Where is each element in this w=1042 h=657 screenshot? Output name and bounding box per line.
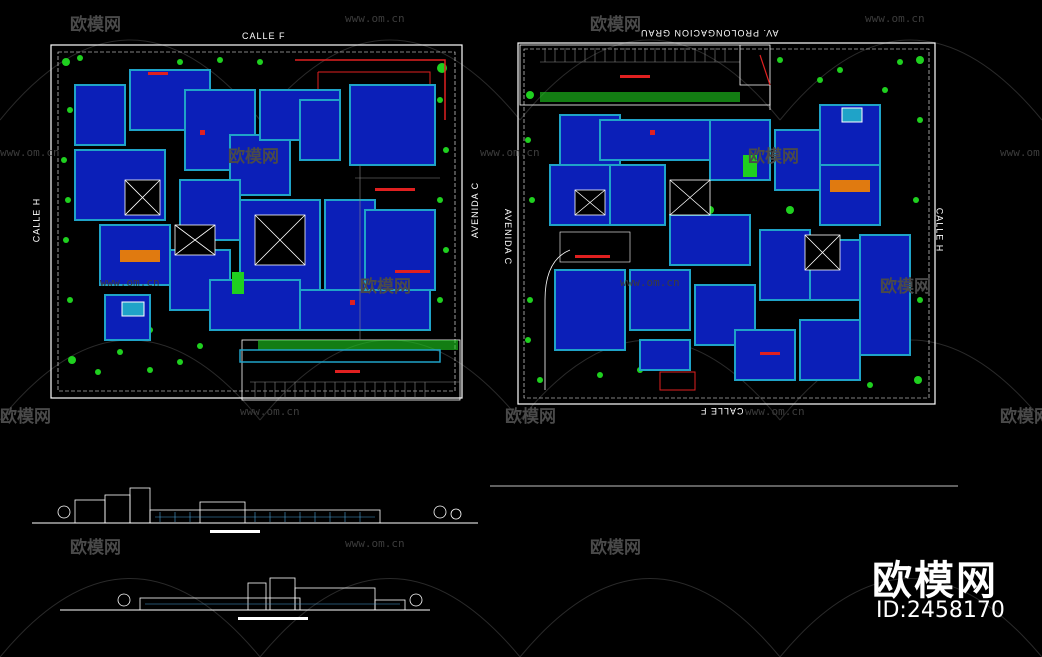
watermark-brand: 欧模网 — [590, 15, 641, 35]
trees-right — [525, 56, 924, 388]
accents-left — [120, 72, 441, 373]
watermark-brand: 欧模网 — [505, 407, 556, 427]
street-label-right-left: AVENIDA C — [470, 181, 481, 239]
building-right — [549, 104, 911, 381]
elevation-1 — [32, 487, 478, 533]
brand-logo-text: 欧模网 — [872, 558, 998, 604]
watermark-url: www.om.cn — [865, 12, 925, 25]
street-label-top-left: CALLE F — [242, 31, 286, 41]
watermark-url: www.om.cn — [745, 405, 805, 418]
parking-stalls-right — [540, 48, 740, 63]
street-label-top-right: AV. PROLONGACION GRAU — [640, 28, 779, 38]
watermark-brand: 欧模网 — [70, 15, 121, 35]
watermark-url: www.om.cn — [620, 276, 680, 289]
street-label-left-left: CALLE H — [31, 197, 42, 243]
watermark-brand: 欧模网 — [0, 407, 51, 427]
elevation-2 — [60, 577, 430, 620]
street-label-left-right: AVENIDA C — [503, 208, 514, 266]
watermark-url: www.om.cn — [345, 12, 405, 25]
watermark-brand: 欧模网 — [228, 147, 279, 167]
watermark-url: www.om.cn — [0, 146, 60, 159]
watermark-url: www.om.cn — [1000, 146, 1042, 159]
watermark-brand: 欧模网 — [590, 538, 641, 558]
site-plan-left — [50, 44, 463, 401]
watermark-brand: 欧模网 — [360, 277, 411, 297]
watermark-url: www.om.cn — [100, 276, 160, 289]
courtyards-right — [574, 179, 841, 271]
watermark-url: www.om.cn — [480, 146, 540, 159]
street-label-bottom-right: CALLE F — [700, 406, 744, 416]
watermark-url: www.om.cn — [240, 405, 300, 418]
watermark-brand: 欧模网 — [70, 538, 121, 558]
watermark-brand: 欧模网 — [1000, 407, 1042, 427]
street-label-right-right: CALLE H — [934, 207, 945, 253]
accents-right — [575, 130, 870, 391]
site-plan-right — [517, 42, 936, 405]
watermark-url: www.om.cn — [345, 537, 405, 550]
watermark-brand: 欧模网 — [748, 147, 799, 167]
site-boundary-left — [50, 44, 463, 399]
watermark-brand: 欧模网 — [880, 277, 931, 297]
model-id: ID:2458170 — [876, 598, 1005, 623]
parking-stalls-left — [250, 381, 460, 398]
courtyards-left — [124, 179, 306, 266]
site-boundary-right — [517, 42, 936, 405]
